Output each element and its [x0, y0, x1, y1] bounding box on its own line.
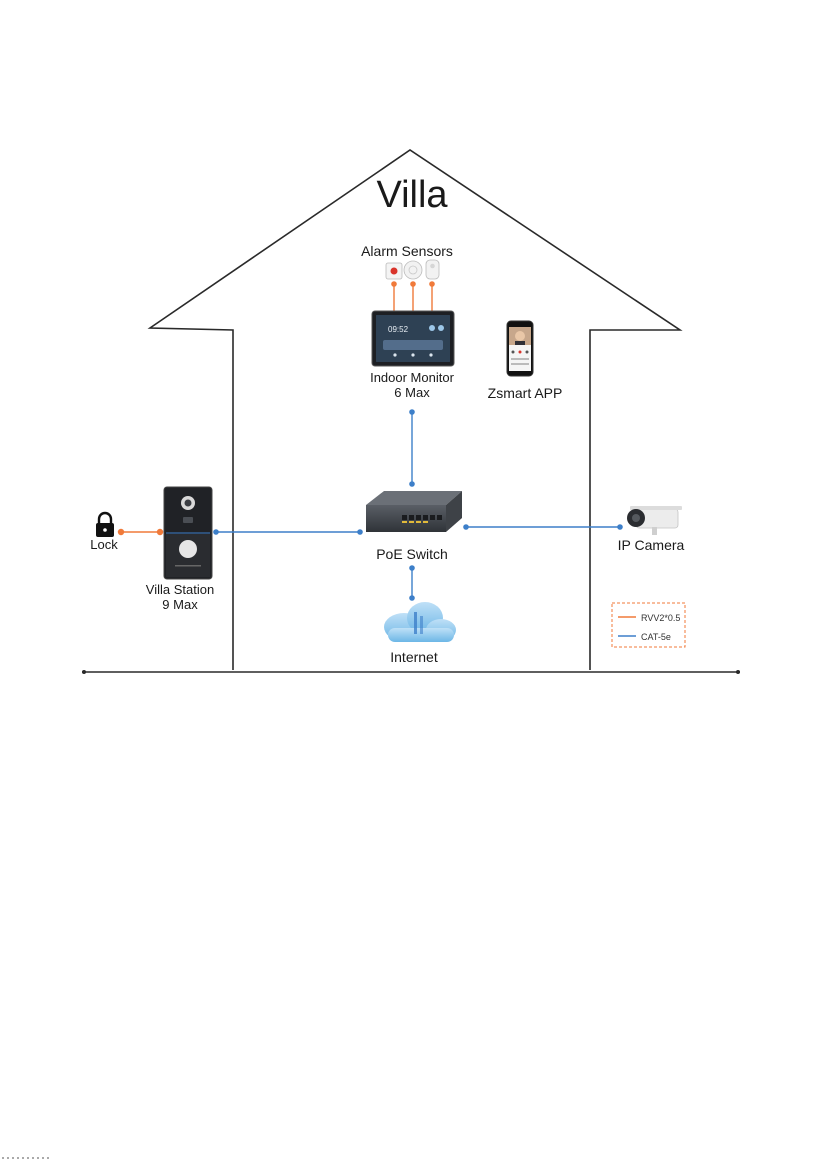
legend: RVV2*0.5 CAT-5e: [612, 603, 685, 647]
lock-label: Lock: [90, 537, 118, 552]
indoor-monitor-label-line1: Indoor Monitor: [370, 370, 454, 385]
legend-label-rvv: RVV2*0.5: [641, 613, 680, 623]
poe-switch-label: PoE Switch: [376, 546, 448, 562]
indoor-monitor-device: 09:52: [372, 311, 454, 366]
diagram-title: Villa: [376, 174, 448, 216]
villa-station-device: [164, 487, 212, 579]
legend-label-cat5e: CAT-5e: [641, 632, 671, 642]
alarm-sensors-label: Alarm Sensors: [361, 243, 453, 259]
app-label: Zsmart APP: [488, 385, 563, 401]
padlock-icon: [96, 513, 114, 537]
motion-sensor-icon: [426, 260, 439, 279]
ip-camera-label: IP Camera: [618, 537, 685, 553]
panic-button-icon: [386, 263, 402, 279]
cloud-icon: [384, 602, 456, 642]
bullet-camera-icon: [627, 506, 682, 535]
indoor-monitor-label-line2: 6 Max: [394, 385, 430, 400]
monitor-screen-time: 09:52: [388, 325, 409, 334]
smoke-detector-icon: [404, 261, 422, 279]
network-switch-icon: [366, 491, 462, 532]
house-outline: [150, 150, 680, 670]
villa-station-label-line2: 9 Max: [162, 597, 198, 612]
ground-dot-left: [82, 670, 86, 674]
alarm-sensors: [386, 260, 439, 279]
call-button-icon: [179, 540, 197, 558]
ground-dot-right: [736, 670, 740, 674]
smartphone-icon: [507, 321, 533, 376]
internet-label: Internet: [390, 649, 438, 665]
villa-station-label-line1: Villa Station: [146, 582, 214, 597]
